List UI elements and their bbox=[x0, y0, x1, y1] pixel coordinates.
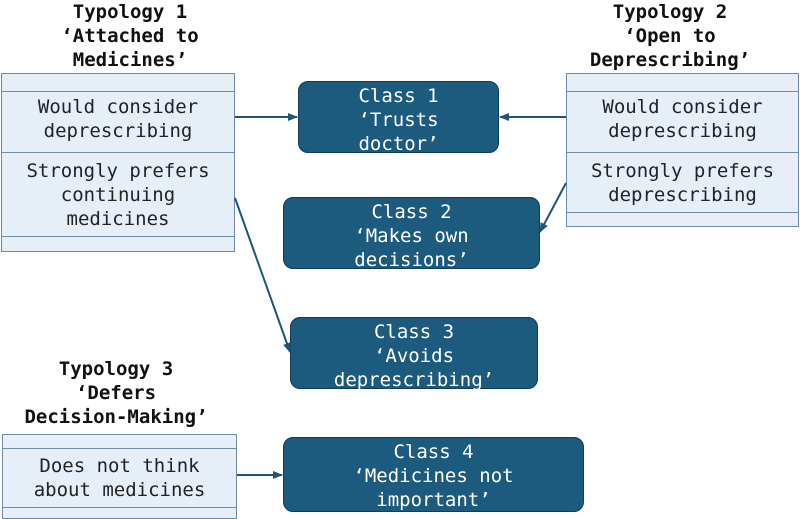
typology-3-panel: Does not think about medicines bbox=[2, 434, 237, 519]
typology-1-panel: Would consider deprescribing Strongly pr… bbox=[1, 73, 235, 252]
typology-2-title-line: ‘Open to bbox=[624, 25, 716, 47]
row-line: deprescribing bbox=[608, 184, 757, 206]
row-line: deprescribing bbox=[608, 120, 757, 142]
typology-2-row-2: Strongly prefers deprescribing bbox=[567, 153, 798, 213]
class-3-line: ‘Avoids bbox=[373, 345, 455, 367]
class-2-line: Class 2 bbox=[371, 201, 452, 223]
typology-1-row-1: Would consider deprescribing bbox=[2, 91, 234, 153]
row-line: medicines bbox=[66, 208, 170, 230]
row-line: about medicines bbox=[33, 479, 206, 501]
typology-1-row-2: Strongly prefers continuing medicines bbox=[2, 153, 234, 237]
class-1-line: ‘Trusts bbox=[358, 109, 439, 131]
panel-header-strip bbox=[567, 74, 798, 92]
typology-3-title-line: Typology 3 bbox=[58, 358, 174, 380]
typology-2-row-1: Would consider deprescribing bbox=[567, 91, 798, 153]
class-4-box: Class 4 ‘Medicines not important’ bbox=[283, 437, 584, 512]
row-line: deprescribing bbox=[43, 120, 193, 142]
arrow-t1-to-class-3 bbox=[234, 197, 291, 353]
row-line: Does not think bbox=[39, 455, 200, 477]
row-line: Strongly prefers bbox=[590, 160, 775, 182]
typology-2-title-line: Deprescribing’ bbox=[589, 49, 751, 71]
typology-1-title: Typology 1 ‘Attached to Medicines’ bbox=[30, 0, 230, 72]
class-3-line: Class 3 bbox=[373, 321, 455, 343]
class-1-line: Class 1 bbox=[358, 85, 439, 107]
class-4-line: Class 4 bbox=[393, 441, 474, 463]
panel-header-strip bbox=[3, 435, 236, 449]
arrow-t2-to-class-2 bbox=[539, 182, 567, 233]
typology-1-title-line: Medicines’ bbox=[72, 49, 188, 71]
typology-1-title-line: ‘Attached to bbox=[61, 25, 199, 47]
typology-2-title-line: Typology 2 bbox=[612, 1, 728, 23]
panel-header-strip bbox=[2, 74, 234, 92]
class-1-line: doctor’ bbox=[358, 133, 439, 155]
class-2-line: ‘Makes own bbox=[354, 225, 469, 247]
row-line: continuing bbox=[60, 184, 176, 206]
class-4-line: ‘Medicines not bbox=[353, 465, 514, 487]
typology-3-title: Typology 3 ‘Defers Decision-Making’ bbox=[6, 357, 226, 429]
class-1-box: Class 1 ‘Trusts doctor’ bbox=[298, 81, 499, 155]
typology-3-title-line: ‘Defers bbox=[75, 382, 157, 404]
class-3-box: Class 3 ‘Avoids deprescribing’ bbox=[290, 317, 538, 391]
class-2-box: Class 2 ‘Makes own decisions’ bbox=[283, 197, 540, 271]
typology-2-panel: Would consider deprescribing Strongly pr… bbox=[566, 73, 799, 227]
row-line: Would consider bbox=[602, 96, 763, 118]
class-2-line: decisions’ bbox=[354, 249, 469, 271]
typology-2-title: Typology 2 ‘Open to Deprescribing’ bbox=[570, 0, 770, 72]
typology-1-title-line: Typology 1 bbox=[72, 1, 188, 23]
class-3-line: deprescribing’ bbox=[333, 369, 495, 391]
class-4-line: important’ bbox=[376, 489, 491, 511]
row-line: Strongly prefers bbox=[26, 160, 210, 182]
typology-3-row-1: Does not think about medicines bbox=[3, 448, 236, 508]
row-line: Would consider bbox=[37, 96, 199, 118]
typology-3-title-line: Decision-Making’ bbox=[24, 406, 208, 428]
